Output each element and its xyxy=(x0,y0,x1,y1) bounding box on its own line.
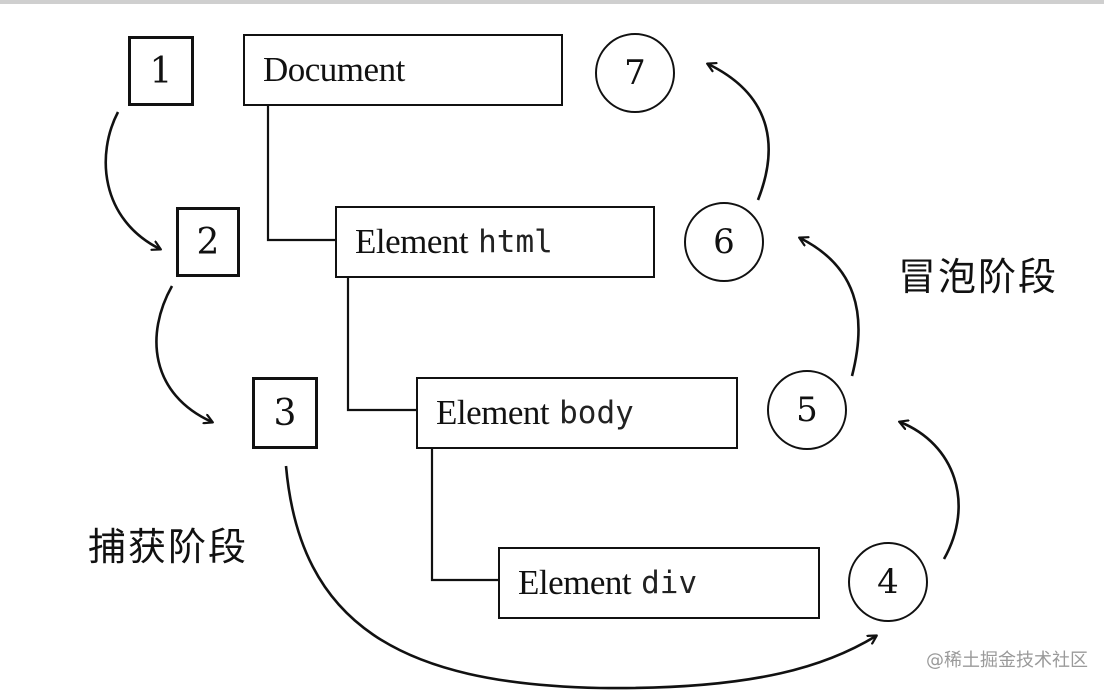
capture-arrow-3-to-4 xyxy=(284,465,876,690)
node-html: Element html xyxy=(335,206,655,278)
connector-layer xyxy=(104,4,960,690)
node-body-tag: body xyxy=(559,395,634,431)
bubble-step-6-label: 6 xyxy=(713,222,735,262)
bubble-step-6: 6 xyxy=(684,202,764,282)
capture-step-3-label: 3 xyxy=(273,392,297,434)
watermark: @稀土掘金技术社区 xyxy=(926,650,1088,671)
tree-connector-body-div xyxy=(430,444,500,582)
bubble-arrow-6-to-7 xyxy=(708,64,770,201)
bubble-arrow-5-to-6 xyxy=(800,238,860,377)
node-div-kind: Element xyxy=(518,563,632,602)
node-body: Element body xyxy=(416,377,738,449)
tree-connector-html-body xyxy=(346,274,416,412)
node-document-kind: Document xyxy=(263,50,405,89)
bubble-step-5: 5 xyxy=(767,370,847,450)
capture-step-3: 3 xyxy=(252,377,318,449)
bubble-step-4-label: 4 xyxy=(877,562,899,602)
capture-step-2-label: 2 xyxy=(196,221,220,263)
bubble-step-4: 4 xyxy=(848,542,928,622)
capture-step-1: 1 xyxy=(128,36,194,106)
capture-arrow-1-to-2 xyxy=(104,111,160,249)
node-html-tag: html xyxy=(478,224,553,260)
node-html-kind: Element xyxy=(355,222,469,261)
capture-phase-label: 捕获阶段 xyxy=(88,525,249,569)
node-div-tag: div xyxy=(641,565,698,601)
node-document: Document xyxy=(243,34,563,106)
capture-arrow-2-to-3 xyxy=(155,285,212,422)
tree-connector-document-html xyxy=(266,104,336,242)
capture-step-1-label: 1 xyxy=(149,50,173,92)
node-body-kind: Element xyxy=(436,393,550,432)
capture-step-2: 2 xyxy=(176,207,240,277)
bubble-step-7: 7 xyxy=(595,33,675,113)
bubble-step-5-label: 5 xyxy=(796,390,818,430)
bubble-arrow-4-to-5 xyxy=(900,422,960,560)
bubble-phase-label: 冒泡阶段 xyxy=(898,255,1059,299)
node-div: Element div xyxy=(498,547,820,619)
bubble-step-7-label: 7 xyxy=(624,53,646,93)
